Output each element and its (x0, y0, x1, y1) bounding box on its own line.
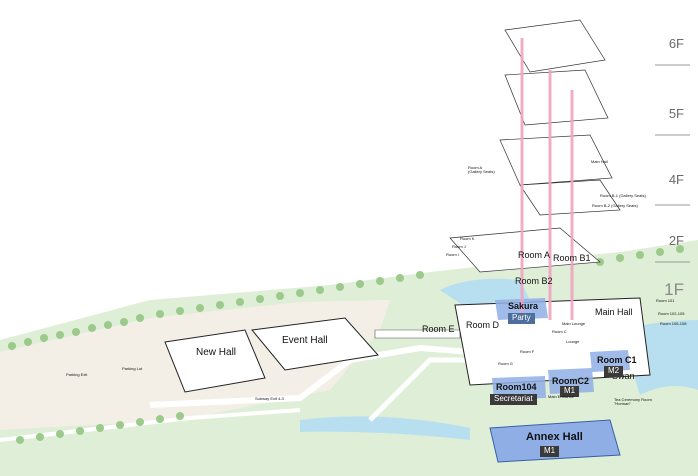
room-f-label: Room F (520, 349, 535, 354)
room-b1-4f-label: Room B-1 (Gallery Seats) (600, 193, 646, 198)
lounge-label: Lounge (566, 339, 580, 344)
room-k-label: Room K (460, 236, 475, 241)
m1-c2-tag: M1 (560, 386, 580, 397)
annex-hall-building (489, 419, 621, 463)
room-c1-label: Room C1 (597, 355, 637, 365)
room-102-105-label: Room 102-105 (658, 311, 685, 316)
room-b2-4f-label: Room B-2 (Gallery Seats) (592, 203, 638, 208)
water-area-bottom (300, 416, 470, 440)
room-e-label: Room E (422, 324, 455, 334)
party-tag: Party (508, 313, 535, 324)
new-hall-building (164, 329, 266, 393)
annex-hall-label: Annex Hall (526, 431, 583, 443)
floor-label-6f: 6F (668, 36, 684, 51)
sakura-label: Sakura (508, 301, 539, 311)
upper-floor-plates (449, 19, 621, 273)
room-101-label: Room 101 (656, 298, 675, 303)
m2-tag: M2 (604, 366, 624, 377)
room-j-label: Room J (452, 244, 466, 249)
elevator-shafts (520, 38, 574, 320)
room-d-label: Room D (466, 320, 500, 330)
subway-exit-label: Subway Exit 4-3 (255, 396, 284, 401)
event-hall-label: Event Hall (282, 335, 328, 346)
tea-ceremony-label: Tea Ceremony Room "Horinan" (614, 397, 652, 406)
floor-label-5f: 5F (668, 106, 684, 121)
m1-annex-tag: M1 (540, 446, 560, 457)
room-a-4f-label: Room A (Gallery Seats) (468, 165, 495, 174)
parking-exit-label: Parking Exit (66, 372, 88, 377)
tree-rows (8, 245, 684, 444)
swan-label: Swan (612, 371, 635, 381)
main-entrance-label: Main Entrance (548, 394, 574, 399)
floor-label-2f: 2F (668, 233, 684, 248)
floor-separators (655, 64, 690, 263)
parking-lot-label: Parking Lot (122, 366, 143, 371)
main-lounge-label: Main Lounge (562, 321, 586, 326)
room104-label: Room104 (496, 382, 537, 392)
room-c2-label: RoomC2 (552, 376, 590, 386)
floor-label-1f: 1F (664, 280, 684, 299)
new-hall-label: New Hall (196, 347, 237, 358)
room-a-label: Room A (518, 250, 551, 260)
walkway (374, 329, 461, 339)
room-106-108-label: Room 106-108 (660, 321, 687, 326)
road-2 (368, 357, 470, 422)
event-hall-building (251, 317, 379, 371)
room-c-label: Room C (552, 329, 567, 334)
room-g-label: Room G (498, 361, 513, 366)
room-i-label: Room I (446, 252, 459, 257)
main-hall-4f-label: Main Hall (591, 159, 608, 164)
room-b2-label: Room B2 (515, 276, 553, 286)
room-b1-label: Room B1 (553, 253, 591, 263)
secretariat-tag: Secretariat (490, 394, 537, 405)
main-hall-label: Main Hall (595, 307, 633, 317)
floor-label-4f: 4F (668, 172, 684, 187)
room-c2-highlight (548, 368, 594, 394)
water-area (440, 278, 530, 310)
